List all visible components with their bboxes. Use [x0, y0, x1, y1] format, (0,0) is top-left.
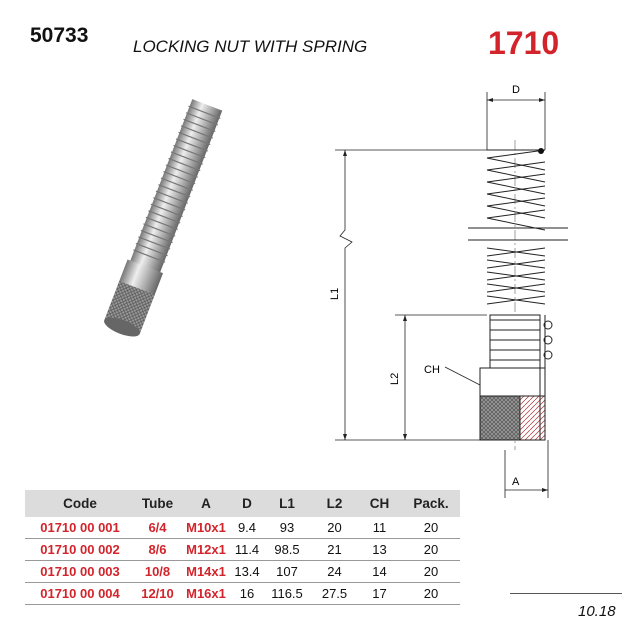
col-ch: CH	[357, 490, 402, 517]
col-d: D	[232, 490, 262, 517]
product-code: 50733	[30, 24, 89, 47]
table-cell-ch: 13	[357, 538, 402, 561]
table-cell-pack: 20	[402, 538, 460, 561]
table-cell-a: M14x1	[180, 560, 232, 583]
col-code: Code	[25, 490, 135, 517]
dim-d-label: D	[512, 84, 520, 96]
table-cell-ch: 11	[357, 517, 402, 539]
table-cell-l2: 21	[312, 538, 357, 561]
table-cell-d: 11.4	[232, 538, 262, 561]
table-cell-l1: 116.5	[262, 582, 312, 605]
dim-l2-label: L2	[389, 373, 401, 385]
page-number: 10.18	[578, 603, 616, 620]
table-cell-a: M16x1	[180, 582, 232, 605]
table-cell-tube: 10/8	[135, 560, 180, 583]
specs-table: Code Tube A D L1 L2 CH Pack. 01710 00 00…	[25, 490, 460, 605]
footer-divider	[510, 593, 622, 594]
table-cell-l2: 27.5	[312, 582, 357, 605]
col-pack: Pack.	[402, 490, 460, 517]
dim-ch-label: CH	[424, 364, 440, 376]
table-cell-l2: 24	[312, 560, 357, 583]
table-cell-l1: 98.5	[262, 538, 312, 561]
table-cell-a: M12x1	[180, 538, 232, 561]
table-cell-code: 01710 00 003	[25, 560, 135, 583]
series-number: 1710	[488, 25, 560, 61]
table-cell-a: M10x1	[180, 517, 232, 539]
table-cell-tube: 12/10	[135, 582, 180, 605]
table-cell-pack: 20	[402, 582, 460, 605]
table-cell-code: 01710 00 004	[25, 582, 135, 605]
dim-a-label: A	[512, 476, 520, 488]
table-cell-code: 01710 00 002	[25, 538, 135, 561]
table-cell-tube: 6/4	[135, 517, 180, 539]
col-l2: L2	[312, 490, 357, 517]
table-cell-d: 16	[232, 582, 262, 605]
table-cell-tube: 8/6	[135, 538, 180, 561]
table-cell-ch: 17	[357, 582, 402, 605]
table-cell-l1: 93	[262, 517, 312, 539]
table-cell-code: 01710 00 001	[25, 517, 135, 539]
table-cell-l1: 107	[262, 560, 312, 583]
col-l1: L1	[262, 490, 312, 517]
col-a: A	[180, 490, 232, 517]
table-cell-d: 13.4	[232, 560, 262, 583]
dim-l1-label: L1	[329, 288, 341, 300]
product-title: LOCKING NUT WITH SPRING	[133, 37, 368, 56]
table-header: Code Tube A D L1 L2 CH Pack.	[25, 490, 460, 517]
table-cell-ch: 14	[357, 560, 402, 583]
table-cell-pack: 20	[402, 560, 460, 583]
table-cell-d: 9.4	[232, 517, 262, 539]
table-cell-pack: 20	[402, 517, 460, 539]
table-cell-l2: 20	[312, 517, 357, 539]
col-tube: Tube	[135, 490, 180, 517]
